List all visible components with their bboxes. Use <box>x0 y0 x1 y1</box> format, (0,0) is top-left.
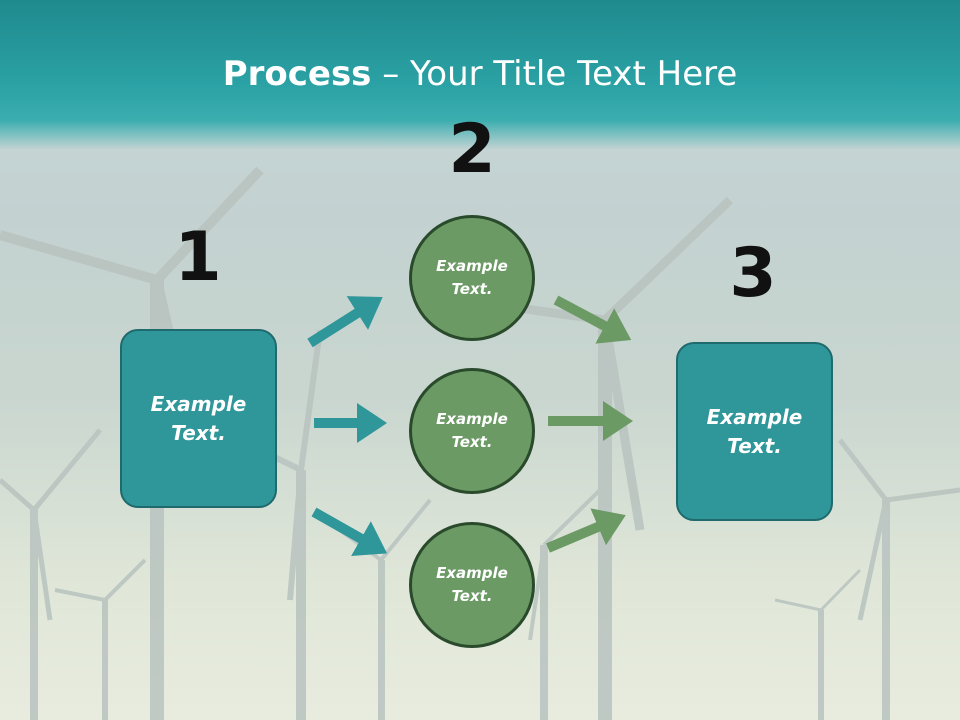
step-2-circle-middle[interactable]: Example Text. <box>409 368 535 494</box>
step-1-text: Example Text. <box>150 391 247 445</box>
arrow-box1-to-circle-top <box>307 296 383 348</box>
step-number-3: 3 <box>729 234 777 313</box>
circle-bottom-text: Example Text. <box>436 564 508 605</box>
step-number-1: 1 <box>174 218 222 297</box>
step-3-box[interactable]: Example Text. <box>676 342 833 521</box>
step-number-2: 2 <box>448 110 496 189</box>
step-2-circle-top[interactable]: Example Text. <box>409 215 535 341</box>
header-band <box>0 0 960 150</box>
arrow-circle-top-to-box3 <box>553 295 632 344</box>
circle-top-text: Example Text. <box>436 257 508 298</box>
slide-title: Process – Your Title Text Here <box>0 52 960 96</box>
step-1-box[interactable]: Example Text. <box>120 329 277 508</box>
arrow-circle-bottom-to-box3 <box>546 508 626 553</box>
title-rest: – Your Title Text Here <box>371 54 738 94</box>
arrow-box1-to-circle-bottom <box>311 507 388 557</box>
circle-middle-text: Example Text. <box>436 410 508 451</box>
title-bold: Process <box>222 54 372 94</box>
step-2-circle-bottom[interactable]: Example Text. <box>409 522 535 648</box>
step-3-text: Example Text. <box>706 404 803 458</box>
